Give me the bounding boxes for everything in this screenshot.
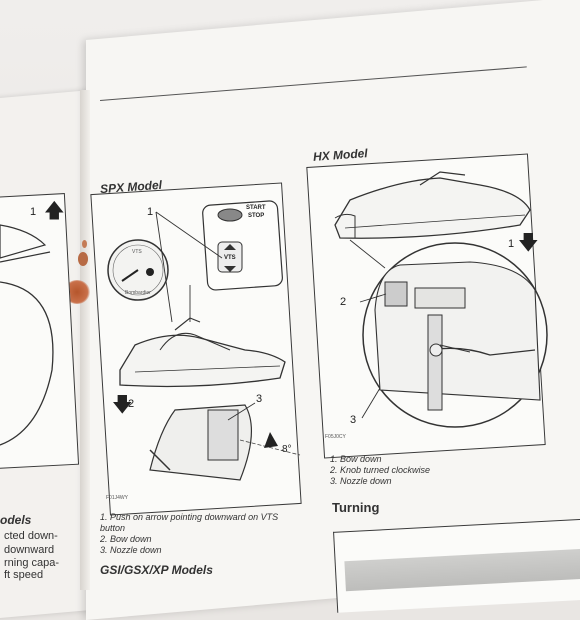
hx-caption: 1. Bow down 2. Knob turned clockwise 3. … bbox=[330, 454, 430, 487]
turning-title: Turning bbox=[332, 500, 380, 515]
gauge-brand: Bombardier bbox=[125, 290, 151, 296]
down-arrow-icon: 🡇 bbox=[112, 394, 133, 416]
down-arrow-icon: 🡇 bbox=[518, 232, 539, 254]
spx-callout-2: 2 bbox=[128, 398, 135, 410]
hx-callout-1: 1 bbox=[508, 238, 515, 250]
hx-callout-2: 2 bbox=[340, 296, 347, 308]
spx-caption-line: 1. Push on arrow pointing downward on VT… bbox=[100, 512, 279, 522]
left-line: cted down- bbox=[4, 530, 58, 542]
hx-caption-line: 2. Knob turned clockwise bbox=[330, 465, 431, 475]
spx-caption: 1. Push on arrow pointing downward on VT… bbox=[100, 512, 278, 556]
stain bbox=[78, 252, 88, 266]
hx-figure-art bbox=[334, 171, 548, 428]
left-callout: 1 bbox=[30, 206, 37, 218]
gauge-label: VTS bbox=[132, 249, 142, 255]
vts-button-label: VTS bbox=[224, 255, 236, 261]
left-line: downward bbox=[4, 544, 55, 556]
angle-label: 8° bbox=[282, 444, 292, 455]
left-line: ft speed bbox=[4, 569, 44, 581]
stain bbox=[82, 240, 87, 248]
spx-figure-code: F01J4WY bbox=[106, 495, 128, 501]
left-figure-art bbox=[0, 224, 54, 446]
spx-caption-line: 2. Bow down bbox=[100, 534, 152, 544]
spx-caption-line: button bbox=[100, 523, 126, 533]
spx-callout-3: 3 bbox=[256, 393, 263, 405]
hx-callout-3: 3 bbox=[350, 414, 357, 426]
hx-figure-code: F05J0CY bbox=[325, 434, 346, 440]
spx-caption-line: 3. Nozzle down bbox=[100, 545, 162, 555]
up-arrow-icon: 🡅 bbox=[44, 200, 65, 222]
hx-caption-line: 1. Bow down bbox=[330, 454, 382, 464]
stop-label: STOP bbox=[248, 213, 265, 219]
left-line: rning capa- bbox=[4, 557, 60, 569]
spx-callout-1: 1 bbox=[147, 206, 154, 218]
hx-caption-line: 3. Nozzle down bbox=[330, 476, 392, 486]
start-label: START bbox=[246, 205, 266, 211]
book-gutter bbox=[80, 90, 90, 590]
gsi-section-title: GSI/GSX/XP Models bbox=[100, 563, 213, 577]
left-heading-fragment: odels bbox=[0, 513, 32, 527]
spx-figure-art bbox=[107, 200, 301, 481]
